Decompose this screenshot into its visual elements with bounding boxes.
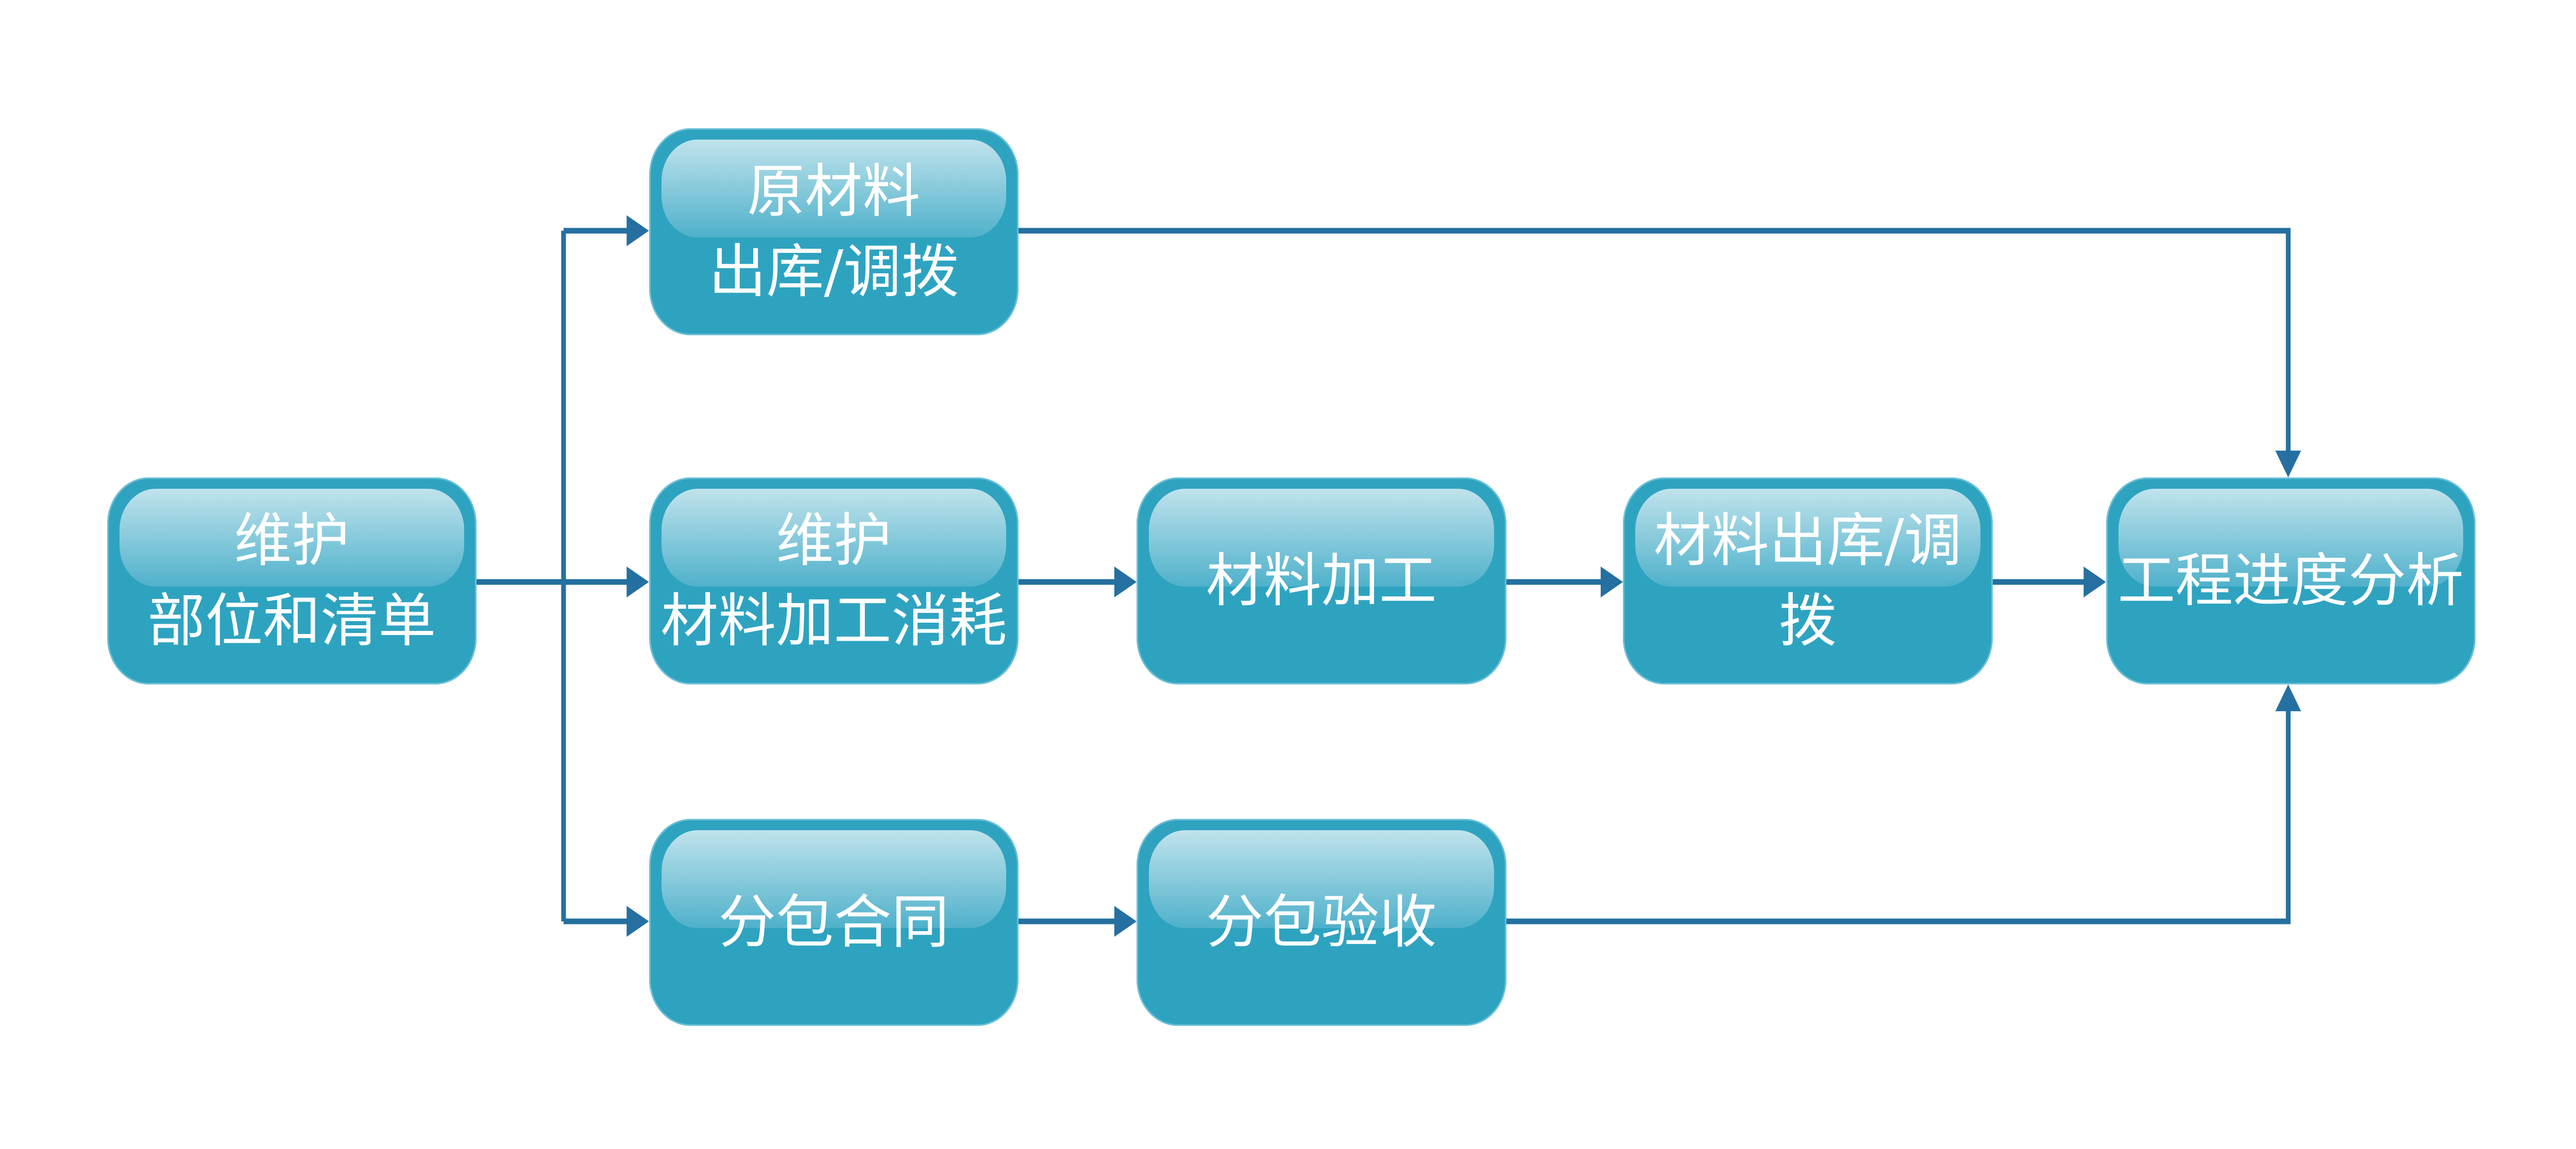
node-subcontract: 分包合同	[649, 819, 1019, 1026]
arrowhead	[2083, 567, 2106, 597]
node-maintain-parts: 维护部位和清单	[107, 477, 477, 684]
gloss-highlight	[1149, 489, 1494, 587]
node-label: 材料加工	[1206, 547, 1437, 614]
gloss-highlight	[2118, 489, 2463, 587]
node-label: 维护	[776, 507, 892, 574]
gloss-highlight	[661, 489, 1006, 587]
gloss-highlight	[1635, 489, 1980, 587]
arrowhead	[626, 567, 649, 597]
edge-accept-to-progress	[1504, 694, 2291, 924]
node-subcontract-accept: 分包验收	[1137, 819, 1506, 1026]
arrowhead	[1114, 906, 1137, 937]
edge-raw-material-to-progress	[1016, 228, 2291, 468]
node-label: 材料出库/调拨	[1653, 507, 1962, 655]
node-label-group: 分包合同	[649, 819, 1019, 1026]
node-processing: 材料加工	[1137, 477, 1506, 684]
node-label-group: 材料加工	[1137, 477, 1506, 684]
node-label: 出库/调拨	[708, 238, 959, 305]
gloss-highlight	[119, 489, 464, 587]
node-label-group: 原材料出库/调拨	[649, 128, 1019, 335]
node-label: 维护	[234, 507, 350, 574]
node-label-group: 材料出库/调拨	[1623, 477, 1993, 684]
gloss-highlight	[661, 140, 1006, 237]
arrowhead	[1114, 567, 1137, 597]
node-label: 原材料	[747, 158, 921, 225]
node-material-out: 材料出库/调拨	[1623, 477, 1993, 684]
arrowhead	[2275, 451, 2301, 477]
node-label-group: 工程进度分析	[2106, 477, 2476, 684]
arrowhead	[626, 906, 649, 937]
node-maintain-consumption: 维护材料加工消耗	[649, 477, 1019, 684]
node-progress-analysis: 工程进度分析	[2106, 477, 2476, 684]
node-label: 分包验收	[1206, 889, 1437, 956]
arrowhead	[626, 215, 649, 246]
node-raw-material: 原材料出库/调拨	[649, 128, 1019, 335]
arrowhead	[1600, 567, 1623, 597]
node-label-group: 维护部位和清单	[107, 477, 477, 684]
node-label-group: 分包验收	[1137, 819, 1506, 1026]
node-label-group: 维护材料加工消耗	[649, 477, 1019, 684]
gloss-highlight	[661, 830, 1006, 928]
gloss-highlight	[1149, 830, 1494, 928]
node-label: 材料加工消耗	[660, 588, 1007, 655]
node-label: 分包合同	[718, 889, 950, 956]
node-label: 工程进度分析	[2117, 547, 2464, 614]
arrowhead	[2275, 684, 2301, 711]
node-label: 部位和清单	[147, 588, 436, 655]
